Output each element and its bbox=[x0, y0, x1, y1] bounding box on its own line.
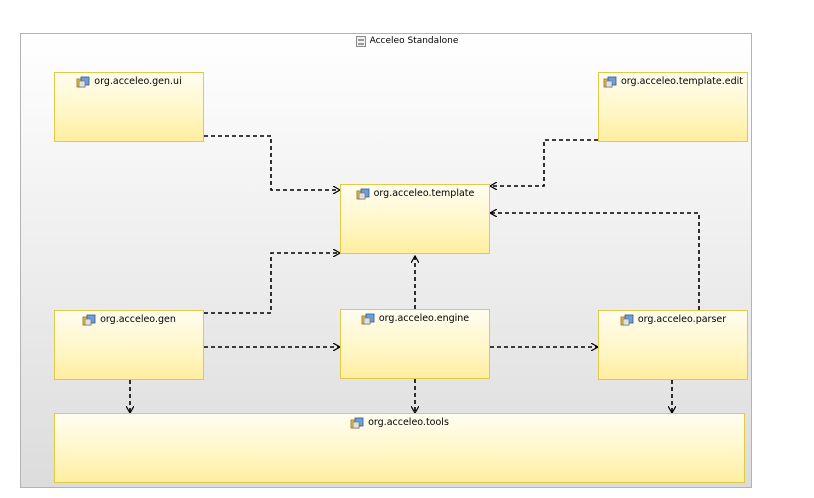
package-icon bbox=[356, 188, 370, 199]
node-label-tools: org.acceleo.tools bbox=[368, 417, 449, 428]
diagram-title: Acceleo Standalone bbox=[369, 36, 459, 46]
node-label-template-edit: org.acceleo.template.edit bbox=[620, 76, 743, 87]
node-parser[interactable]: org.acceleo.parser bbox=[598, 310, 748, 380]
node-label-template: org.acceleo.template bbox=[373, 188, 475, 199]
node-template[interactable]: org.acceleo.template bbox=[340, 184, 490, 254]
node-label-gen-ui: org.acceleo.gen.ui bbox=[94, 76, 182, 87]
node-engine[interactable]: org.acceleo.engine bbox=[340, 309, 490, 379]
node-label-engine: org.acceleo.engine bbox=[378, 313, 470, 324]
diagram-icon bbox=[355, 35, 366, 47]
diagram-title-bar: Acceleo Standalone bbox=[0, 34, 814, 52]
node-gen[interactable]: org.acceleo.gen bbox=[54, 310, 204, 380]
package-icon bbox=[361, 313, 375, 324]
package-icon bbox=[76, 76, 90, 87]
package-icon bbox=[82, 314, 96, 325]
node-template-edit[interactable]: org.acceleo.template.edit bbox=[598, 72, 748, 142]
node-gen-ui[interactable]: org.acceleo.gen.ui bbox=[54, 72, 204, 142]
node-label-parser: org.acceleo.parser bbox=[637, 314, 727, 325]
node-tools[interactable]: org.acceleo.tools bbox=[54, 413, 745, 483]
package-icon bbox=[620, 314, 634, 325]
package-icon bbox=[603, 76, 617, 87]
node-label-gen: org.acceleo.gen bbox=[100, 314, 176, 325]
package-icon bbox=[350, 417, 364, 428]
